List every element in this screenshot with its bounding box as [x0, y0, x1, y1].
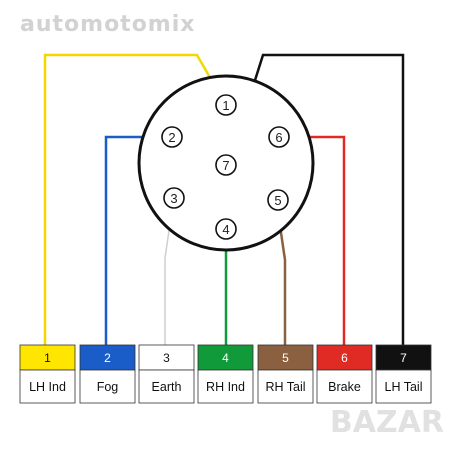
svg-text:5: 5	[274, 193, 281, 208]
terminal-box-1: 1 LH Ind	[19, 344, 76, 404]
svg-text:1: 1	[222, 98, 229, 113]
color-swatch	[138, 344, 195, 371]
terminal-box-7: 7 LH Tail	[375, 344, 432, 404]
label-cell	[197, 369, 254, 404]
svg-text:4: 4	[222, 222, 229, 237]
watermark-automotomix: automotomix	[20, 12, 196, 37]
pin-5: 5	[267, 189, 289, 211]
color-swatch	[19, 344, 76, 371]
label-cell	[375, 369, 432, 404]
pin-7: 7	[215, 154, 237, 176]
label-cell	[316, 369, 373, 404]
svg-text:2: 2	[168, 130, 175, 145]
wire-1	[43, 53, 222, 345]
pin-4: 4	[215, 218, 237, 240]
label-cell	[19, 369, 76, 404]
color-swatch	[257, 344, 314, 371]
pin-2: 2	[161, 126, 183, 148]
terminal-number: 4	[222, 351, 229, 365]
label-cell	[138, 369, 195, 404]
terminal-number: 6	[341, 351, 348, 365]
terminal-name: LH Tail	[385, 380, 423, 394]
terminal-name: RH Tail	[265, 380, 305, 394]
terminal-number: 2	[104, 351, 111, 365]
pin-6: 6	[268, 126, 290, 148]
terminal-name: RH Ind	[206, 380, 245, 394]
color-swatch	[316, 344, 373, 371]
terminal-number: 7	[400, 351, 407, 365]
terminal-number: 1	[44, 351, 51, 365]
svg-text:3: 3	[170, 191, 177, 206]
terminal-name: Fog	[97, 380, 119, 394]
terminal-name: Earth	[152, 380, 182, 394]
terminal-number: 5	[282, 351, 289, 365]
color-swatch	[375, 344, 432, 371]
pin-1: 1	[215, 94, 237, 116]
terminal-name: Brake	[328, 380, 361, 394]
terminal-box-5: 5 RH Tail	[257, 344, 314, 404]
label-cell	[257, 369, 314, 404]
terminal-name: LH Ind	[29, 380, 66, 394]
label-cell	[79, 369, 136, 404]
svg-text:6: 6	[275, 130, 282, 145]
terminal-number: 3	[163, 351, 170, 365]
watermark-bazar: BAZAR	[329, 405, 444, 440]
pin-3: 3	[163, 187, 185, 209]
svg-text:7: 7	[222, 158, 229, 173]
terminal-box-4: 4 RH Ind	[197, 344, 254, 404]
